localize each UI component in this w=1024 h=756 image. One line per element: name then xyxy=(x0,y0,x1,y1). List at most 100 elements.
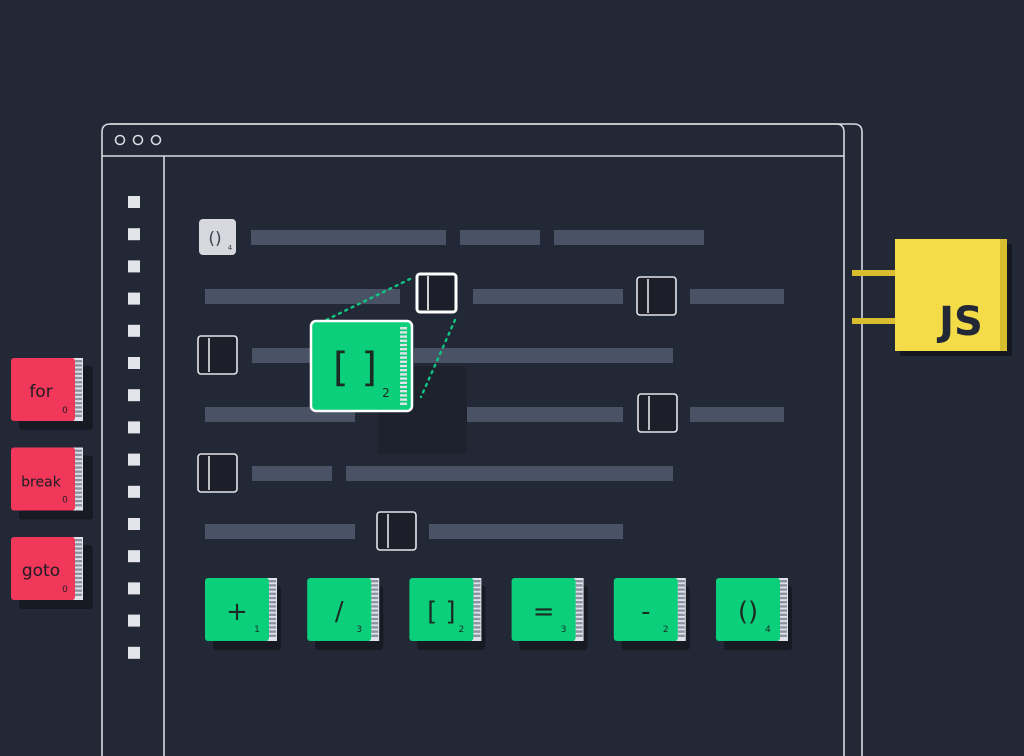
tile-ridge xyxy=(400,360,407,363)
symbol-tile-symbol: / xyxy=(335,597,344,627)
code-bar xyxy=(205,524,355,539)
gutter-marker xyxy=(128,196,140,208)
symbol-tile[interactable]: ()4 xyxy=(716,578,792,650)
keyword-tile-ridges xyxy=(75,360,82,417)
gutter-marker xyxy=(128,614,140,627)
tile-ridge xyxy=(400,385,407,389)
code-bar xyxy=(429,407,623,422)
window-controls[interactable] xyxy=(114,134,162,146)
tile-ridge xyxy=(400,402,407,405)
symbol-tile-face[interactable] xyxy=(307,578,372,641)
symbol-tile[interactable]: +1 xyxy=(205,578,281,650)
tile-ridge xyxy=(400,339,407,342)
editor-window xyxy=(101,123,863,756)
symbol-tile-score: 3 xyxy=(356,625,362,635)
tile-ridge xyxy=(75,572,82,575)
tile-ridge xyxy=(75,453,82,457)
symbol-tile[interactable]: =3 xyxy=(511,578,588,650)
js-badge[interactable]: JS xyxy=(852,239,1012,356)
tile-ridge xyxy=(269,592,276,595)
symbol-tile-ridges xyxy=(269,580,276,637)
tile-ridge xyxy=(269,617,276,621)
empty-slot[interactable] xyxy=(197,453,238,493)
js-plug-prong-top xyxy=(852,270,896,276)
symbol-tile-ridges xyxy=(371,580,379,637)
tile-ridge xyxy=(400,398,407,401)
symbol-tile-face[interactable] xyxy=(409,578,474,641)
symbol-tile-face[interactable] xyxy=(205,578,269,641)
tile-ridge xyxy=(400,356,407,359)
tile-ridge xyxy=(75,457,82,461)
tile-ridge xyxy=(75,487,82,490)
symbol-tile-face[interactable] xyxy=(716,578,780,641)
tile-ridge xyxy=(75,381,82,384)
symbol-tile[interactable]: -2 xyxy=(613,578,690,650)
tile-ridge xyxy=(780,626,787,629)
code-bar xyxy=(690,289,784,304)
tile-ridge xyxy=(75,406,82,409)
symbol-tile[interactable]: [ ]2 xyxy=(409,578,486,650)
tile-ridge xyxy=(75,474,82,478)
tile-ridge xyxy=(473,580,481,583)
empty-slot[interactable] xyxy=(376,511,417,551)
tile-ridge xyxy=(371,592,379,595)
tile-ridge xyxy=(780,580,787,583)
tile-ridge xyxy=(75,385,82,388)
slot-frame xyxy=(197,453,238,493)
tile-ridge xyxy=(575,596,583,600)
tile-ridge xyxy=(75,389,82,392)
window-dot-close[interactable] xyxy=(114,134,126,146)
tile-ridge xyxy=(371,596,379,600)
symbol-tile-ridges xyxy=(575,580,583,637)
tile-ridge xyxy=(780,601,787,604)
window-dot-minimize[interactable] xyxy=(132,134,144,146)
symbol-tile[interactable]: /3 xyxy=(307,578,384,650)
code-bar xyxy=(429,524,623,539)
symbol-tile-symbol: () xyxy=(738,597,758,627)
tile-ridge xyxy=(75,402,82,405)
tile-ridge xyxy=(75,593,82,596)
dragged-tile-ridges xyxy=(400,327,407,405)
js-badge-label: JS xyxy=(936,299,983,345)
symbol-tile-row: +1/3[ ]2=3-2()4 xyxy=(205,578,792,650)
tile-ridge xyxy=(75,410,82,413)
js-plug-icon xyxy=(1000,239,1007,351)
slot-frame xyxy=(376,511,417,551)
dragged-tile[interactable]: [ ] 2 xyxy=(309,319,414,413)
tile-ridge xyxy=(371,622,379,625)
tile-ridge xyxy=(400,390,407,393)
symbol-tile-face[interactable] xyxy=(613,578,678,641)
keyword-tile-face[interactable] xyxy=(11,358,75,421)
keyword-tile-face[interactable] xyxy=(11,537,75,600)
keyword-tile-face[interactable] xyxy=(11,447,75,511)
tile-ridge xyxy=(575,626,583,629)
tile-ridge xyxy=(400,394,407,397)
dragged-tile-body[interactable] xyxy=(309,319,414,413)
tile-ridge xyxy=(575,605,583,608)
tile-ridge xyxy=(75,462,82,465)
tile-ridge xyxy=(75,397,82,401)
tile-ridge xyxy=(371,626,379,629)
window-dot-maximize[interactable] xyxy=(150,134,162,146)
empty-slot[interactable] xyxy=(637,393,678,433)
tile-ridge xyxy=(677,588,685,591)
tile-ridge xyxy=(269,596,276,600)
code-bar xyxy=(414,348,673,363)
symbol-tile-face[interactable] xyxy=(511,578,576,641)
empty-slot[interactable] xyxy=(636,276,677,316)
js-badge-body[interactable] xyxy=(895,239,1007,351)
tile-ridge xyxy=(575,592,583,595)
empty-slot[interactable] xyxy=(415,272,458,314)
window-back-edge xyxy=(110,123,863,756)
tile-ridge xyxy=(75,585,82,588)
code-bar xyxy=(252,466,332,481)
tile-ridge xyxy=(677,584,685,587)
keyword-tile-score: 0 xyxy=(62,406,68,416)
tile-ridge xyxy=(269,622,276,625)
tile-ridge xyxy=(75,364,82,367)
empty-slot[interactable] xyxy=(197,335,238,375)
gutter-marker xyxy=(128,389,140,402)
